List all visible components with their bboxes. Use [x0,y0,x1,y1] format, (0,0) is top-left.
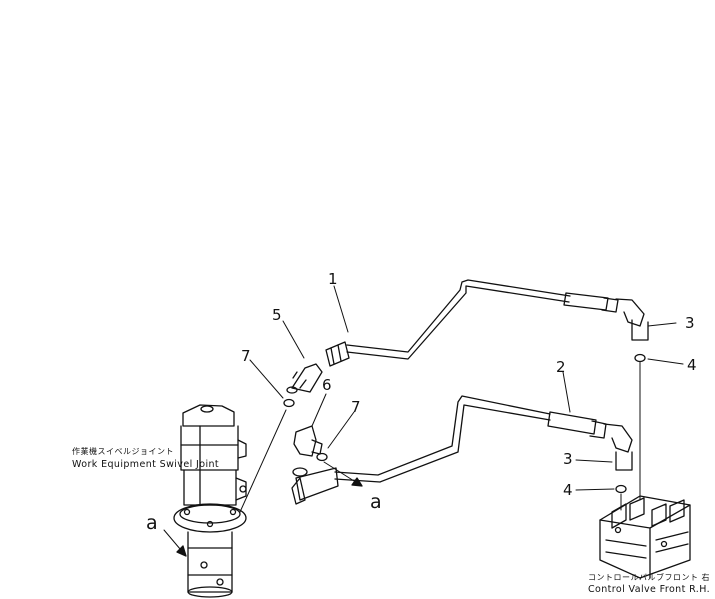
o-ring-7-left [283,398,295,408]
callout-2: 2 [556,358,566,376]
control-valve-label-en: Control Valve Front R.H. [588,584,710,595]
elbow-5 [286,363,323,394]
pipe-1 [325,279,649,367]
connection-mark-a-center: a [370,491,382,513]
swivel-joint-label-en: Work Equipment Swivel Joint [72,459,219,470]
callout-3-upper: 3 [685,314,695,332]
swivel-joint [173,404,247,598]
callout-4-upper: 4 [687,356,697,374]
callout-7-center: 7 [351,398,361,416]
connection-mark-a-left: a [146,512,158,534]
callout-1: 1 [328,270,338,288]
elbow-6 [292,425,323,477]
callout-7-left: 7 [241,347,251,365]
swivel-joint-label-jp: 作業機スイベルジョイント [72,446,174,456]
o-ring-7-center [316,452,328,462]
leader-lines [249,285,684,491]
pipe-2 [291,395,633,505]
control-valve [599,495,691,579]
arrow-a-left [176,545,187,557]
callout-4-lower: 4 [563,481,573,499]
o-ring-4-upper [634,353,646,363]
arrow-a-center [351,477,363,487]
o-ring-4-lower [615,484,627,494]
callout-6: 6 [322,376,332,394]
callout-3-lower: 3 [563,450,573,468]
control-valve-label-jp: コントロールバルブフロント 右 [588,572,710,582]
callout-5: 5 [272,306,282,324]
